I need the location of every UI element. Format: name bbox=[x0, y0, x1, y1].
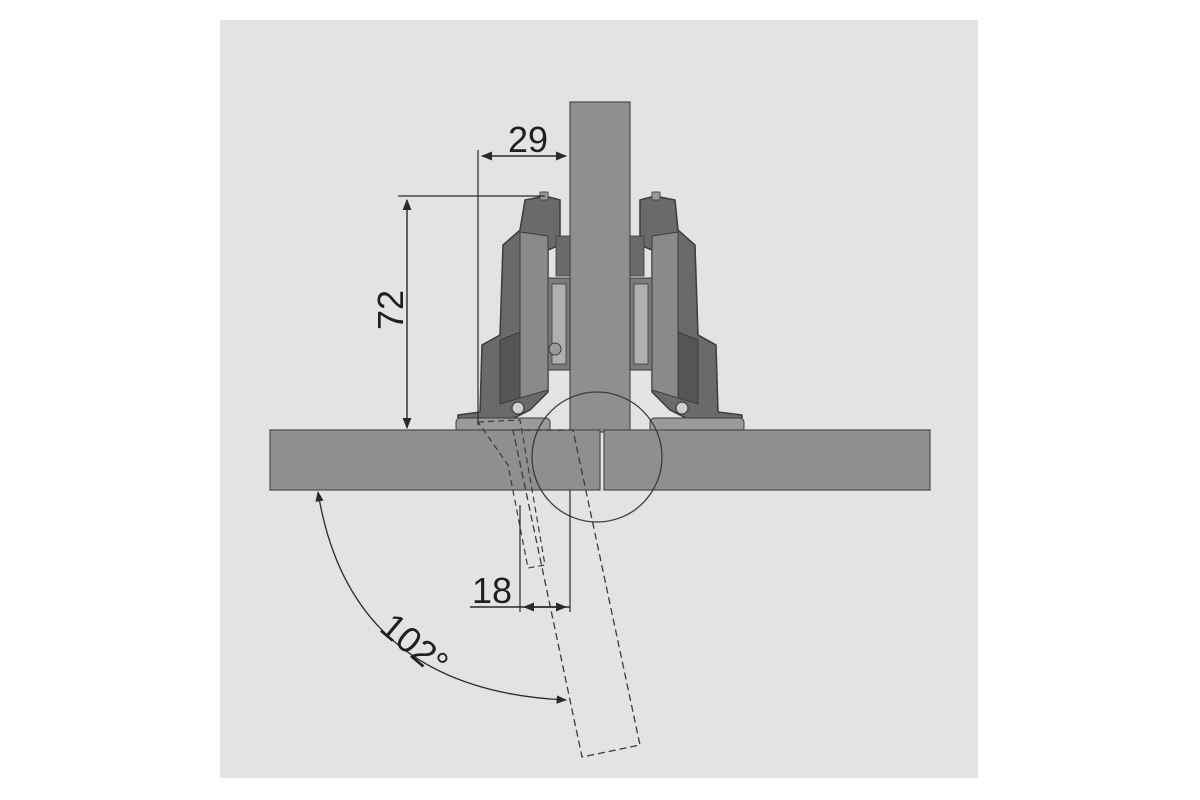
left-door-panel bbox=[269, 429, 601, 491]
right-door-panel bbox=[603, 429, 931, 491]
cabinet-side-panel bbox=[569, 101, 631, 433]
dimension-72: 72 bbox=[370, 195, 545, 430]
opened-hinge-arm-outline bbox=[476, 419, 546, 569]
right-hinge bbox=[629, 191, 743, 431]
dimension-18-label: 18 bbox=[472, 570, 512, 611]
detail-circle bbox=[531, 391, 663, 523]
dimension-72-label: 72 bbox=[370, 290, 411, 330]
dimension-29-label: 29 bbox=[508, 119, 548, 160]
